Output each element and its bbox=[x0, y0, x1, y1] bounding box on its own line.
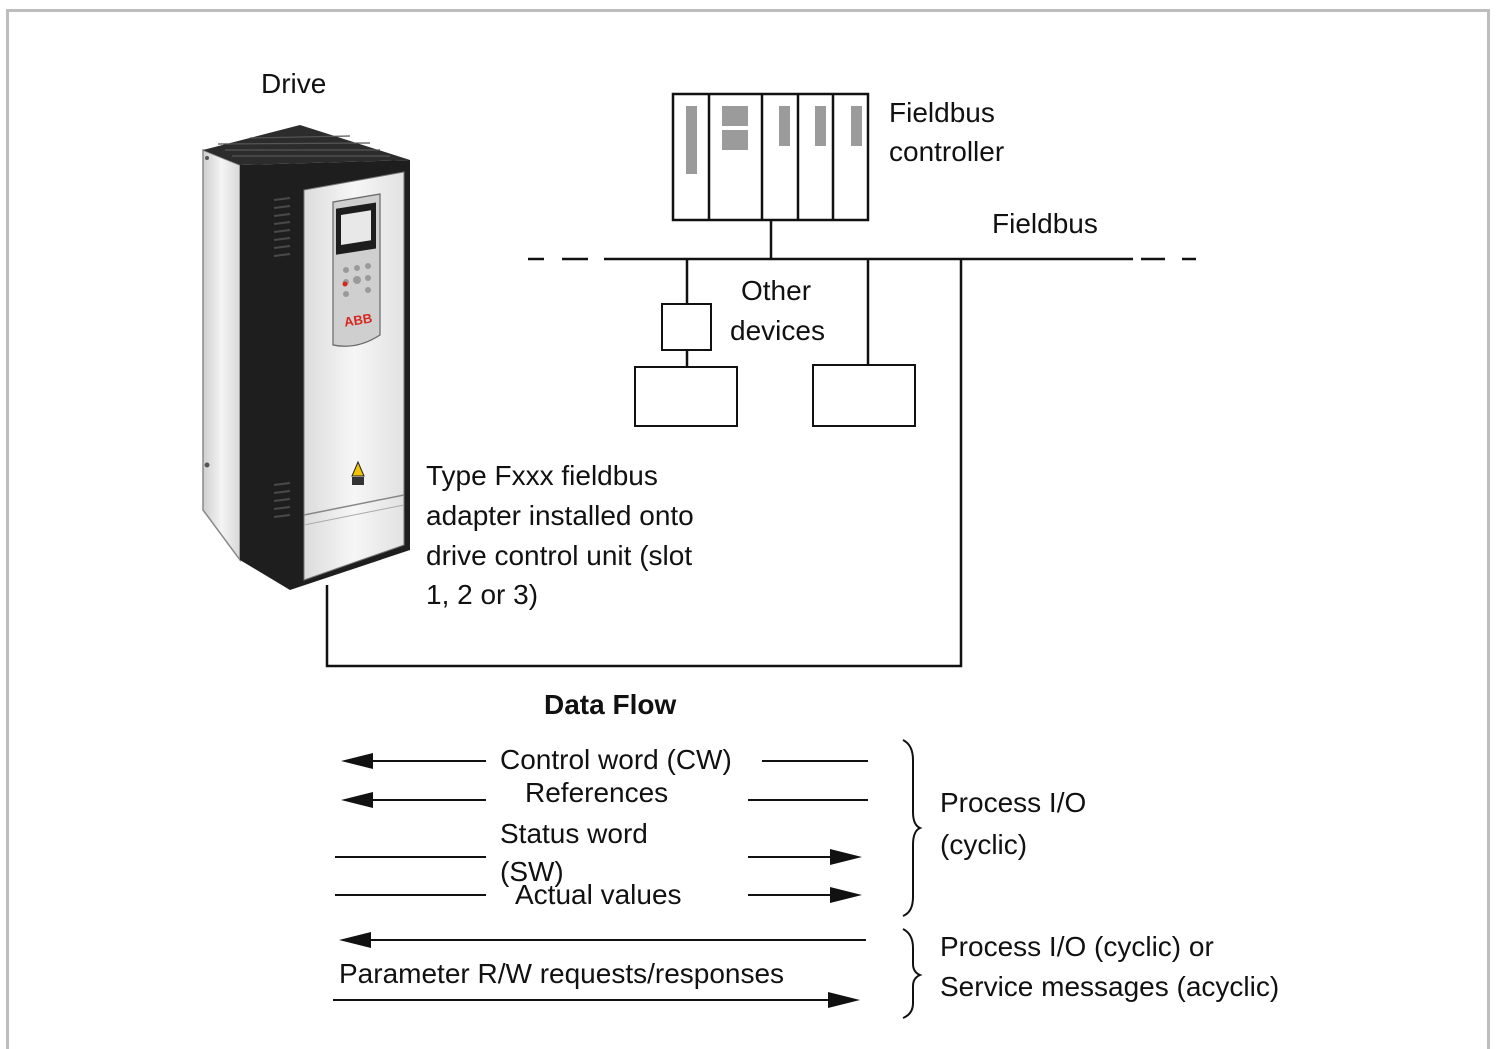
drive-label: Drive bbox=[261, 68, 327, 99]
status-word-label-line2: (SW) bbox=[500, 856, 564, 887]
other-devices-icons bbox=[634, 303, 916, 427]
fieldbus-label: Fieldbus bbox=[992, 208, 1098, 239]
control-word-label: Control word (CW) bbox=[500, 744, 732, 775]
fieldbus-controller-icon bbox=[671, 92, 870, 222]
actual-values-label: Actual values bbox=[515, 879, 682, 910]
adapter-label-line3: drive control unit (slot bbox=[426, 540, 693, 571]
parameter-rw-label: Parameter R/W requests/responses bbox=[339, 958, 785, 989]
drive-illustration: ABB bbox=[202, 125, 410, 590]
process-io-label-line1: Process I/O bbox=[940, 787, 1087, 818]
references-label: References bbox=[525, 777, 669, 808]
data-flow-arrows bbox=[333, 753, 868, 1008]
adapter-label-line2: adapter installed onto bbox=[426, 500, 694, 531]
warning-icon bbox=[351, 460, 365, 477]
process-io-label-line2: (cyclic) bbox=[940, 829, 1028, 860]
braces bbox=[902, 739, 923, 1019]
figure-frame bbox=[6, 9, 1490, 1049]
abb-logo: ABB bbox=[343, 310, 373, 329]
fieldbus-controller-label-line1: Fieldbus bbox=[889, 97, 995, 128]
other-devices-label-line2: devices bbox=[730, 315, 825, 346]
service-label-line2: Service messages (acyclic) bbox=[940, 971, 1280, 1002]
service-label-line1: Process I/O (cyclic) or bbox=[940, 931, 1214, 962]
adapter-label-line4: 1, 2 or 3) bbox=[426, 579, 539, 610]
status-word-label-line1: Status word bbox=[500, 818, 648, 849]
adapter-label-line1: Type Fxxx fieldbus bbox=[426, 460, 658, 491]
fieldbus-controller-label-line2: controller bbox=[889, 136, 1005, 167]
other-devices-label-line1: Other bbox=[741, 275, 812, 306]
data-flow-title: Data Flow bbox=[544, 689, 677, 720]
fieldbus-line bbox=[325, 220, 1196, 668]
